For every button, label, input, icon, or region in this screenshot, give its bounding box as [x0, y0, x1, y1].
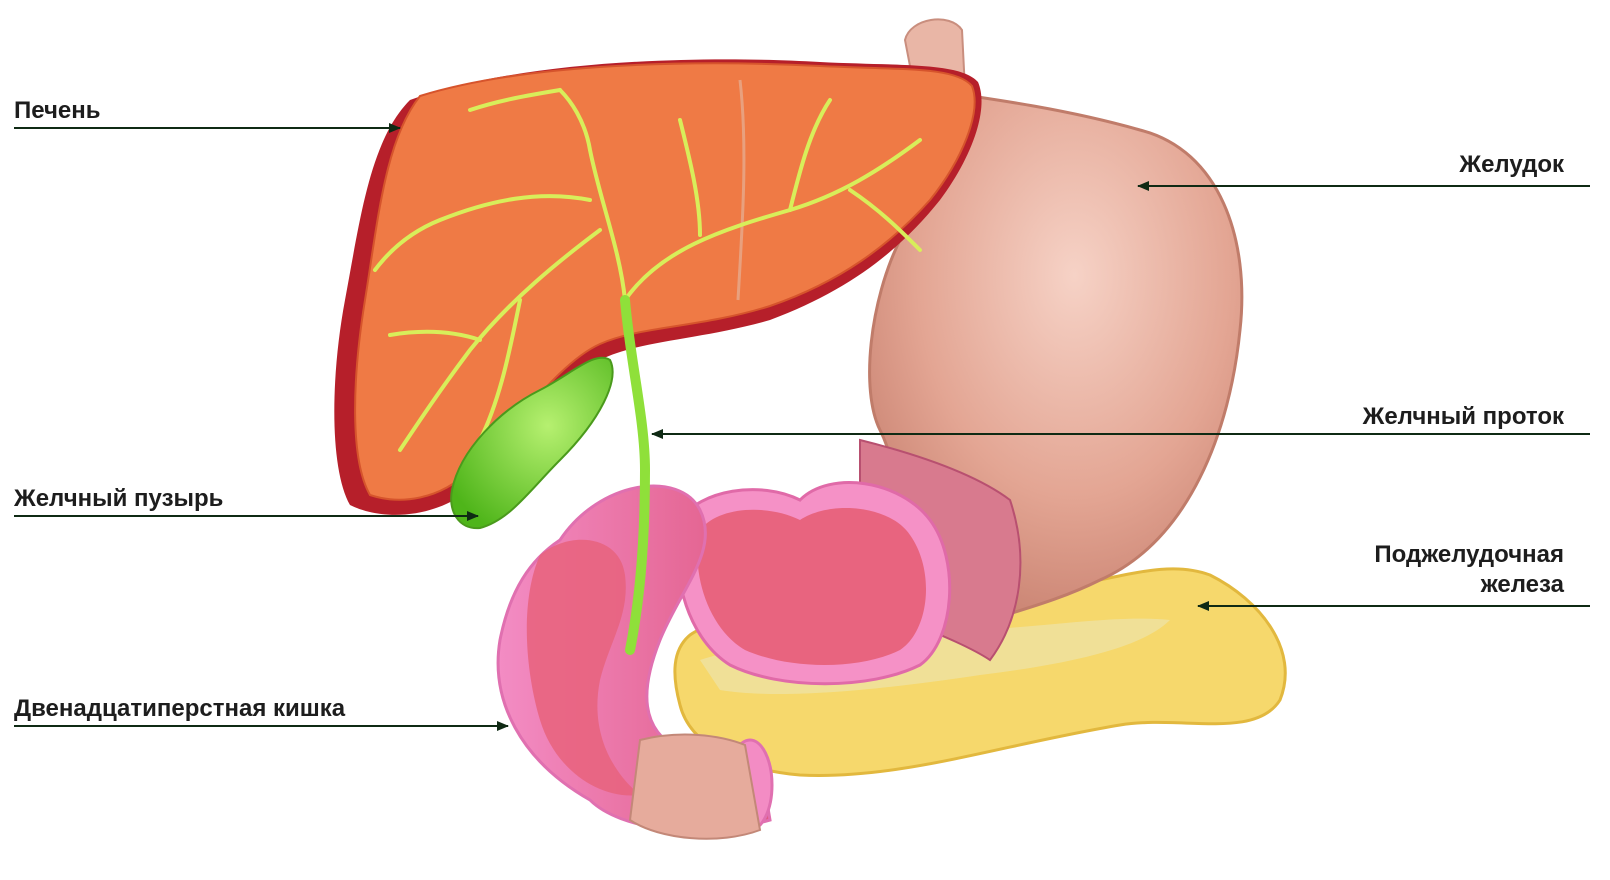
- label-stomach: Желудок: [1459, 150, 1564, 180]
- label-pancreas-line2: железа: [1374, 570, 1564, 600]
- label-bile-duct: Желчный проток: [1363, 402, 1564, 432]
- label-liver: Печень: [14, 96, 101, 126]
- label-duodenum: Двенадцатиперстная кишка: [14, 694, 345, 724]
- label-pancreas-line1: Поджелудочная: [1374, 540, 1564, 570]
- label-gallbladder: Желчный пузырь: [14, 484, 223, 514]
- label-pancreas: Поджелудочная железа: [1374, 540, 1564, 600]
- jejunum-start: [630, 735, 760, 839]
